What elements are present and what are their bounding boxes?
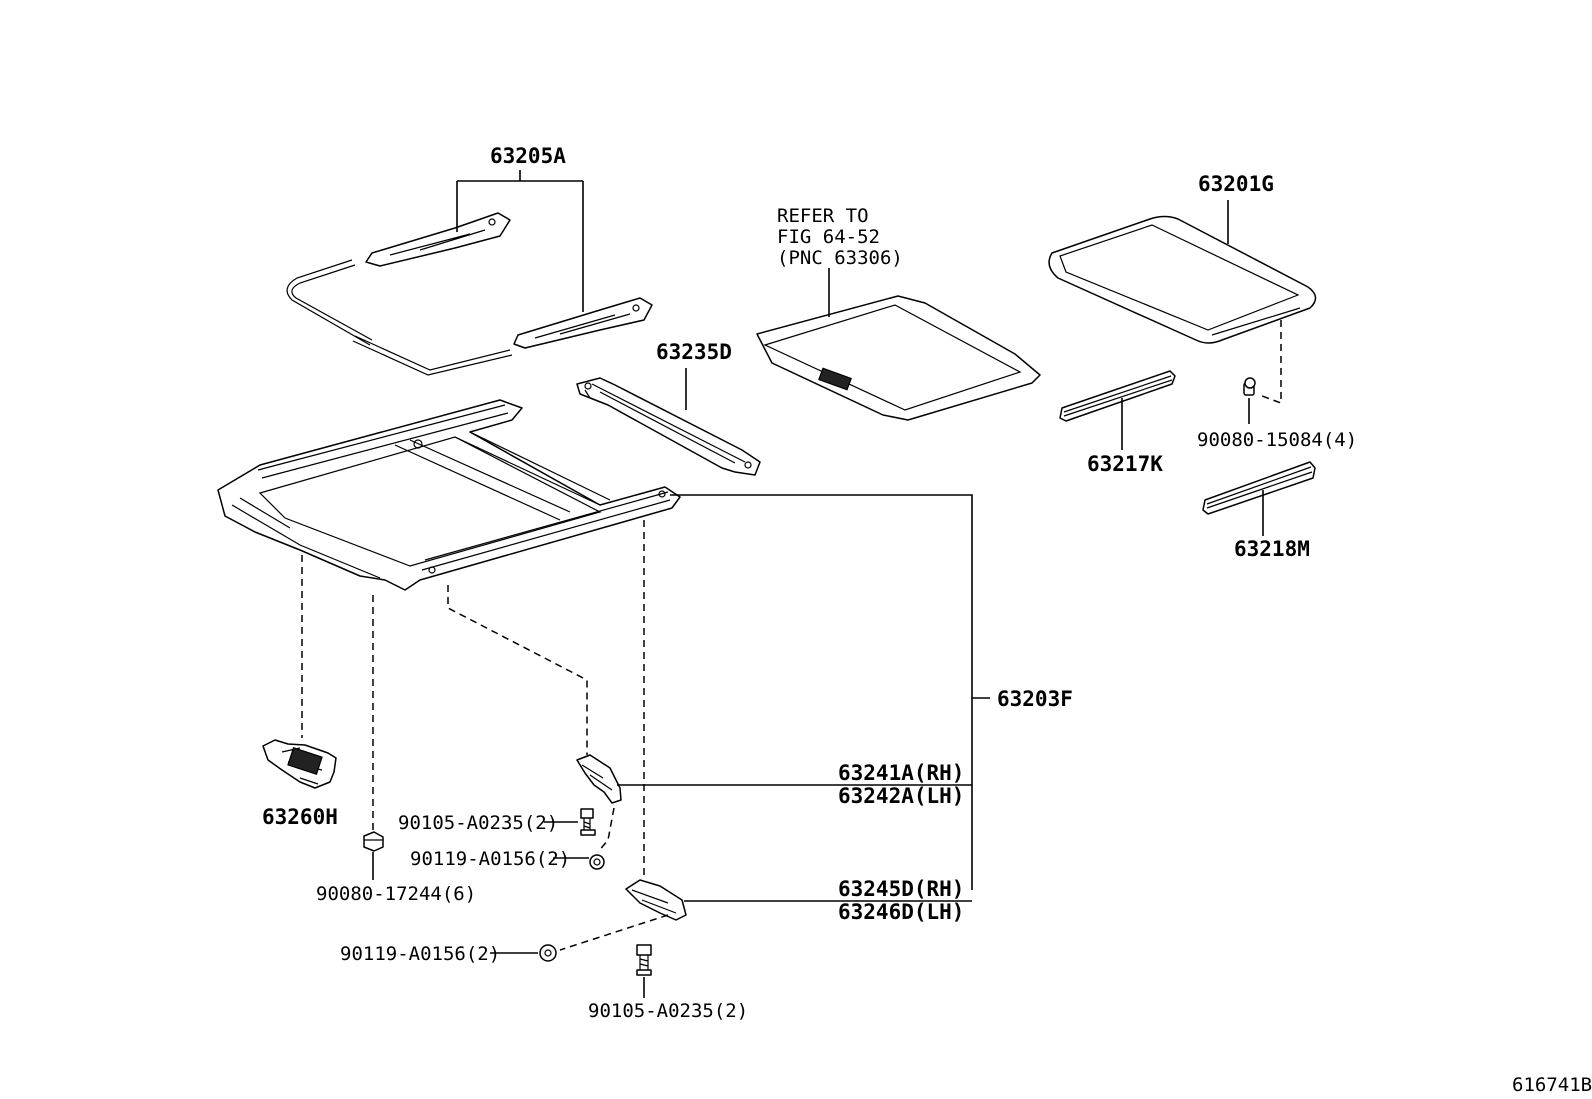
rear-weatherstrip-part[interactable] — [1202, 461, 1316, 515]
dash-bracket-upper — [447, 585, 588, 755]
refer-note-line1: REFER TO — [777, 205, 869, 227]
part-label-63242A: 63242A(LH) — [838, 784, 964, 808]
part-label-63246D: 63246D(LH) — [838, 900, 964, 924]
rear-bracket-upper-part[interactable] — [576, 754, 622, 804]
callout-63205A — [456, 170, 584, 312]
part-label-63241A: 63241A(RH) — [838, 761, 964, 785]
part-label-63260H: 63260H — [262, 805, 338, 829]
refer-note-line2: FIG 64-52 — [777, 226, 880, 248]
sunroof-housing-frame-part[interactable] — [217, 399, 681, 591]
dash-glass-screw — [1261, 320, 1282, 405]
part-label-63201G: 63201G — [1198, 172, 1274, 196]
part-label-63245D: 63245D(RH) — [838, 877, 964, 901]
callout-63203F-top — [670, 494, 990, 890]
part-label-90119-lower: 90119-A0156(2) — [340, 943, 500, 965]
dash-nut-upper — [597, 807, 615, 853]
part-label-90105-lower: 90105-A0235(2) — [588, 1000, 748, 1022]
part-label-63218M: 63218M — [1234, 537, 1310, 561]
glass-screw-part[interactable] — [1243, 377, 1256, 396]
dash-nut-lower — [559, 914, 669, 951]
part-label-63205A: 63205A — [490, 144, 566, 168]
bracket-nut-upper-part[interactable] — [589, 854, 605, 870]
sunshade-reference-part[interactable] — [756, 295, 1041, 421]
part-label-90119-upper: 90119-A0156(2) — [410, 848, 570, 870]
refer-note-line3: (PNC 63306) — [777, 247, 903, 269]
part-label-63203F: 63203F — [997, 687, 1073, 711]
rear-bracket-lower-part[interactable] — [625, 879, 687, 921]
sunroof-motor-part[interactable] — [262, 739, 337, 789]
figure-id: 616741B — [1512, 1074, 1592, 1096]
frame-nut-part[interactable] — [363, 831, 384, 852]
bracket-nut-lower-part[interactable] — [539, 944, 557, 962]
front-weatherstrip-part[interactable] — [1059, 370, 1176, 422]
part-label-63235D: 63235D — [656, 340, 732, 364]
bracket-bolt-lower-part[interactable] — [636, 944, 652, 976]
glass-panel-part[interactable] — [1048, 215, 1317, 344]
front-cross-member-part[interactable] — [576, 377, 761, 476]
drive-cable-assembly-part[interactable] — [286, 212, 653, 376]
part-label-90080-15084: 90080-15084(4) — [1197, 429, 1357, 451]
part-label-63217K: 63217K — [1087, 452, 1163, 476]
bracket-bolt-upper-part[interactable] — [580, 808, 596, 836]
part-label-90105-upper: 90105-A0235(2) — [398, 812, 558, 834]
part-label-90080-17244: 90080-17244(6) — [316, 883, 476, 905]
